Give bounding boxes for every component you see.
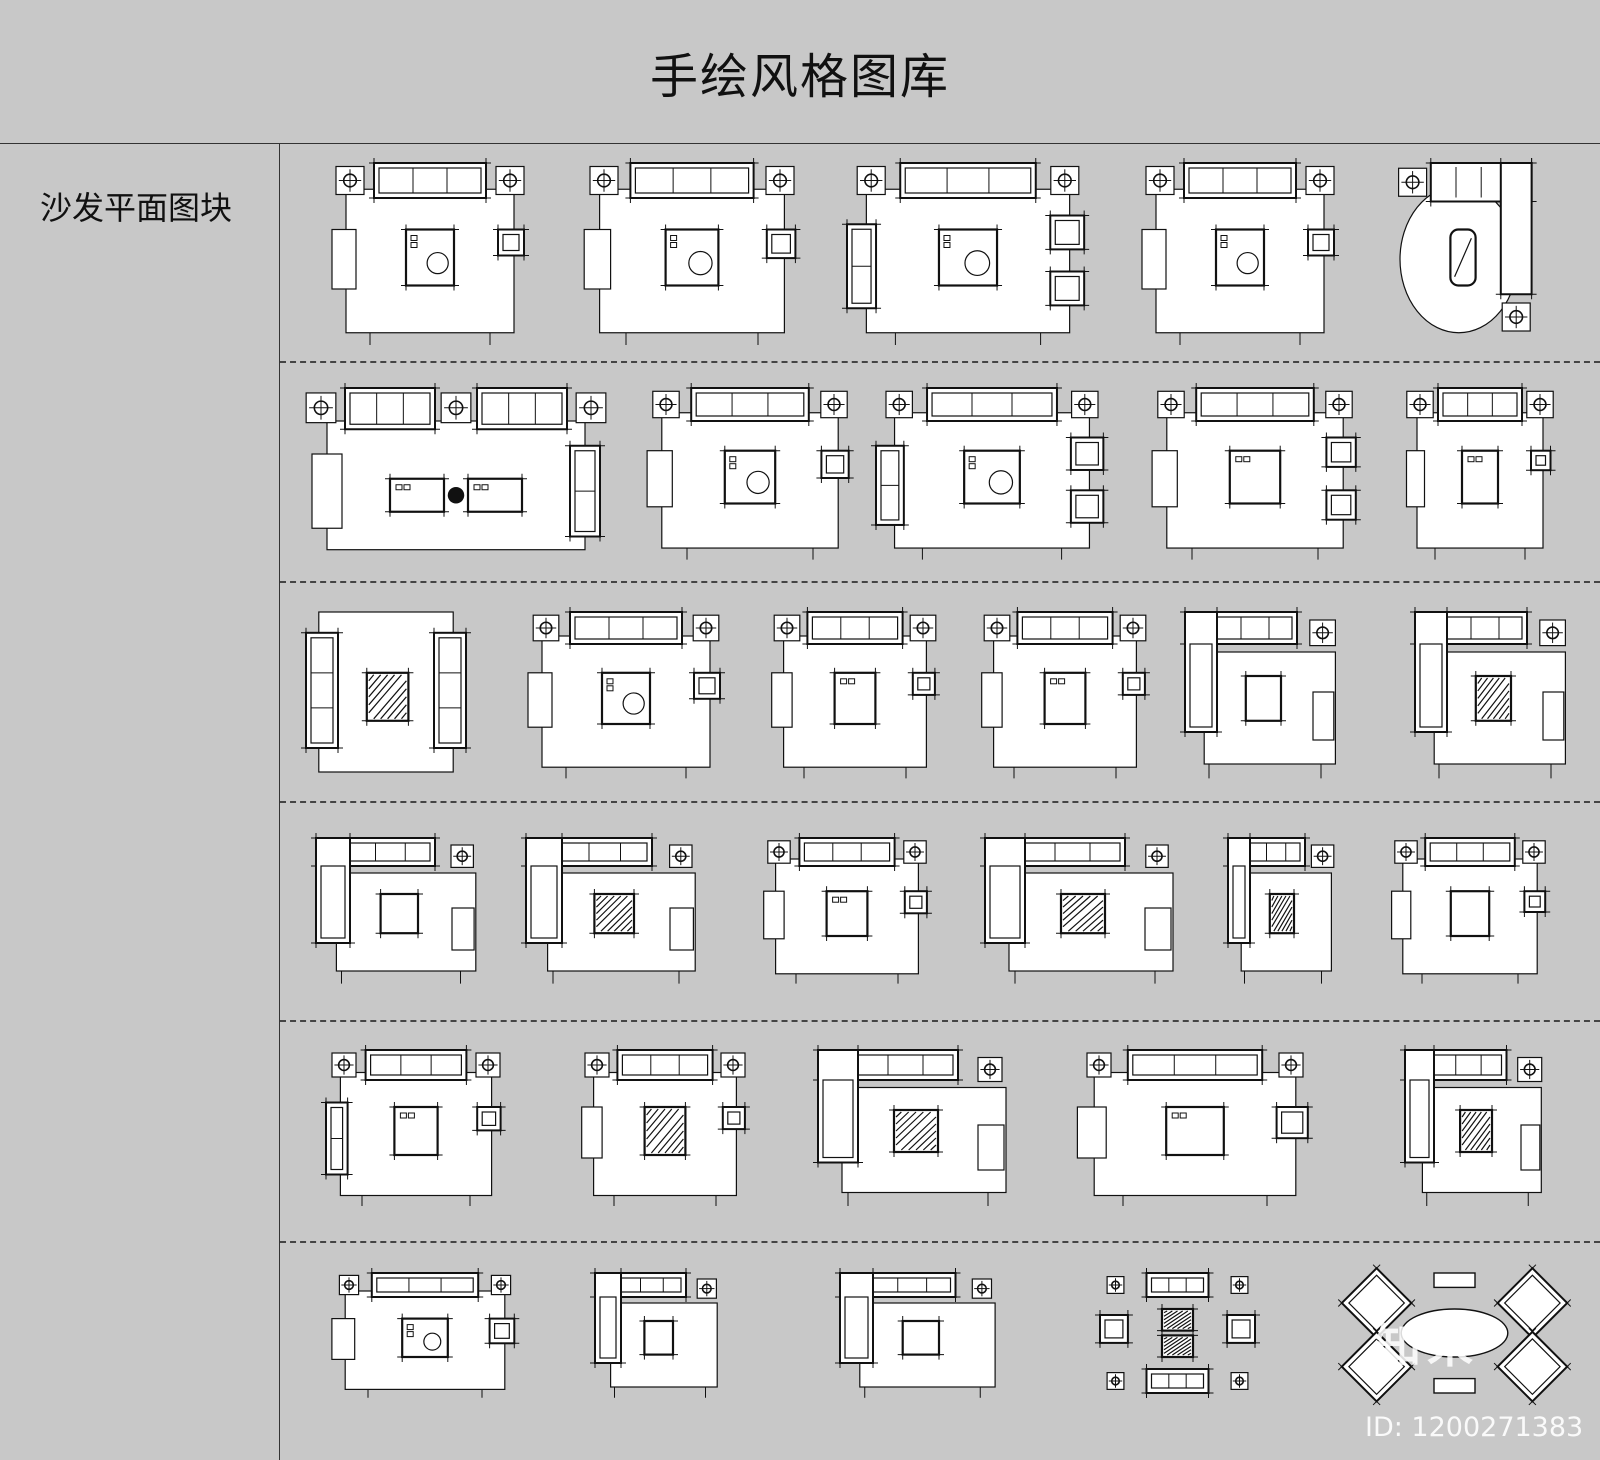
row-separator	[280, 361, 1600, 363]
row-separator	[280, 801, 1600, 803]
sofa-block-l-sofa	[1400, 1045, 1543, 1206]
watermark-logo: 知末	[1375, 1319, 1479, 1373]
sofa-block-sofa-set	[646, 383, 854, 560]
id-text: ID: 1200271383	[1365, 1412, 1584, 1443]
sofa-block-corner-sofa-round	[1397, 158, 1537, 334]
sofa-block-sofa-set	[583, 158, 801, 345]
sofa-block-l-sofa	[1410, 607, 1567, 779]
sofa-block-facing-sofas	[301, 611, 471, 773]
sofa-block-l-sofa	[590, 1268, 718, 1398]
sofa-block-l-sofa	[980, 833, 1174, 984]
sofa-block-sofa-set	[1141, 158, 1339, 345]
sofa-block-sofa-set	[321, 1045, 506, 1206]
sofa-block-sofa-set	[842, 158, 1090, 345]
sofa-block-l-sofa	[1180, 607, 1337, 779]
page-title: 手绘风格图库	[0, 0, 1600, 144]
sofa-block-radial-arrangement	[1337, 1264, 1572, 1406]
sofa-block-l-sofa	[521, 833, 696, 984]
row-separator	[280, 1020, 1600, 1022]
sofa-block-l-sofa	[311, 833, 477, 984]
sofa-block-sofa-set	[763, 833, 932, 984]
sofa-block-l-sofa-small	[1223, 833, 1335, 984]
sofa-block-sofa-set	[581, 1045, 750, 1206]
sofa-block-sofa-set	[331, 158, 529, 345]
sofa-block-sofa-set	[771, 607, 940, 779]
sofa-block-sofa-set	[871, 383, 1109, 560]
sofa-block-l-sofa	[835, 1268, 996, 1398]
sofa-block-sofa-set	[1076, 1045, 1313, 1206]
row-separator	[280, 581, 1600, 583]
category-label: 沙发平面图块	[40, 189, 233, 227]
sofa-block-square-arrangement	[1095, 1268, 1260, 1398]
sofa-block-sofa-set	[1390, 833, 1551, 984]
sofa-block-sofa-set	[331, 1268, 520, 1398]
sofa-block-l-sofa	[813, 1045, 1007, 1206]
sofa-block-sofa-set	[1405, 383, 1556, 560]
sofa-block-double-sofa-set	[305, 383, 607, 551]
sidebar-divider	[279, 143, 280, 1460]
row-separator	[280, 1241, 1600, 1243]
sofa-block-sofa-set	[527, 607, 725, 779]
sofa-block-sofa-set	[981, 607, 1150, 779]
sofa-block-sofa-set	[1151, 383, 1361, 560]
